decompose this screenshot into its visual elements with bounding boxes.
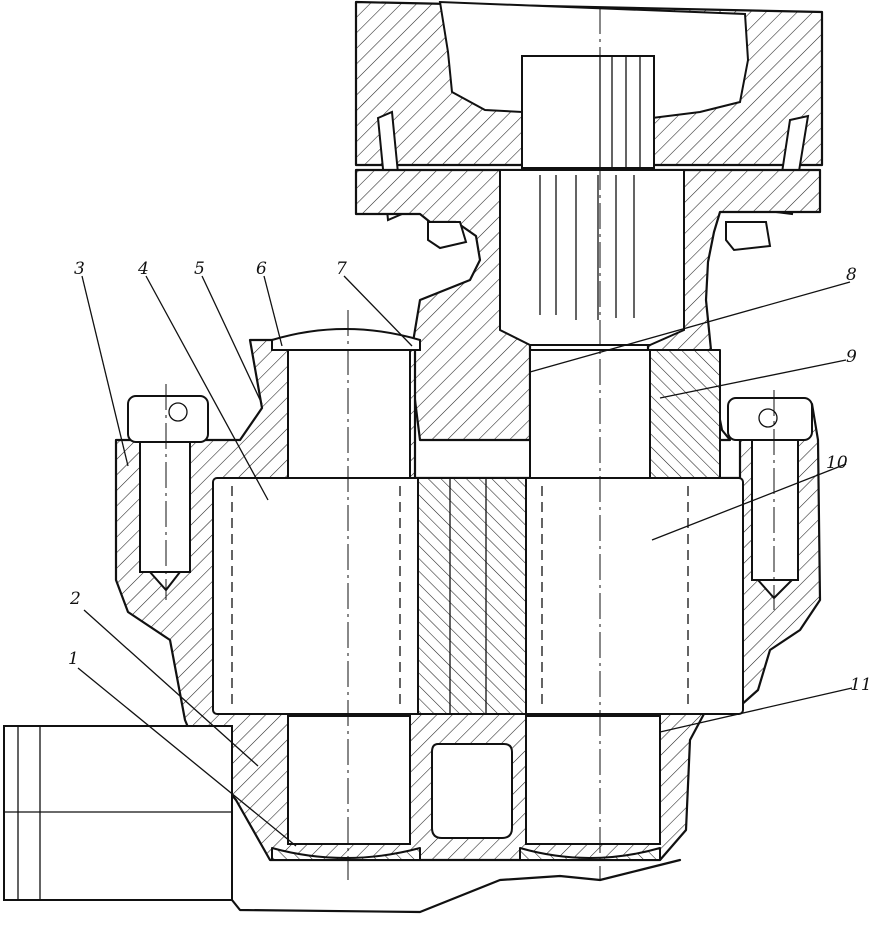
drive-coupling [3,725,682,914]
callout-7: 7 [336,259,347,279]
callout-labels: 3 4 5 6 7 8 9 10 2 1 11 [68,259,872,695]
callout-6: 6 [256,259,267,279]
callout-1: 1 [68,649,79,669]
callout-5: 5 [194,259,205,279]
callout-4: 4 [137,259,149,279]
leader-lines [77,275,853,847]
callout-2: 2 [69,589,81,609]
callout-11: 11 [850,675,872,695]
callout-9: 9 [846,347,857,367]
callout-3: 3 [74,259,85,279]
upper-housing [354,0,824,222]
callout-10: 10 [826,453,848,473]
side-bolts [127,395,813,600]
centerlines [165,8,775,880]
gear-chamber [212,477,744,715]
callout-8: 8 [846,265,857,285]
